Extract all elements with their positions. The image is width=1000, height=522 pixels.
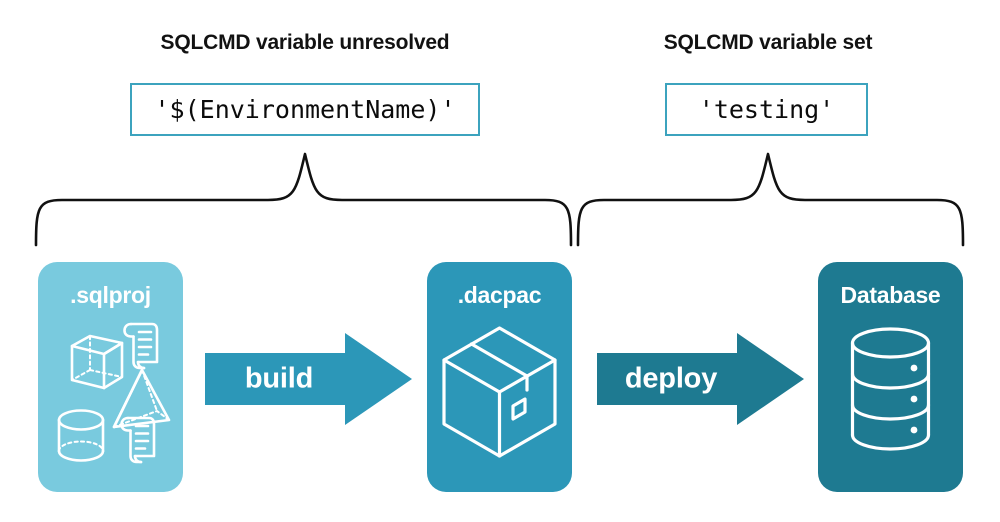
code-box-resolved-variable: 'testing' [665, 83, 868, 136]
arrow-build: build [205, 333, 412, 425]
card-sqlproj: .sqlproj [38, 262, 183, 492]
cylinder-icon [57, 409, 105, 462]
cube-icon [70, 334, 124, 390]
heading-sqlcmd-variable-set: SQLCMD variable set [663, 31, 873, 54]
right-brace-icon [576, 152, 965, 247]
card-dacpac-artwork [442, 326, 557, 458]
card-dacpac-label: .dacpac [457, 282, 542, 308]
left-brace-icon [34, 152, 573, 247]
package-box-icon [442, 326, 557, 458]
arrow-deploy-shape [597, 333, 804, 425]
arrow-build-shape [205, 333, 412, 425]
card-database: Database [818, 262, 963, 492]
card-dacpac: .dacpac [427, 262, 572, 492]
heading-sqlcmd-variable-unresolved: SQLCMD variable unresolved [160, 31, 450, 54]
code-box-unresolved-variable: '$(EnvironmentName)' [130, 83, 480, 136]
arrow-deploy: deploy [597, 333, 804, 425]
database-cylinder-icon [850, 327, 931, 451]
card-database-artwork [850, 327, 931, 451]
card-database-label: Database [840, 282, 941, 308]
pyramid-icon [112, 368, 171, 429]
card-sqlproj-artwork [57, 322, 171, 464]
scroll-icon [120, 416, 156, 464]
scroll-icon [123, 322, 159, 370]
card-sqlproj-label: .sqlproj [70, 282, 151, 308]
